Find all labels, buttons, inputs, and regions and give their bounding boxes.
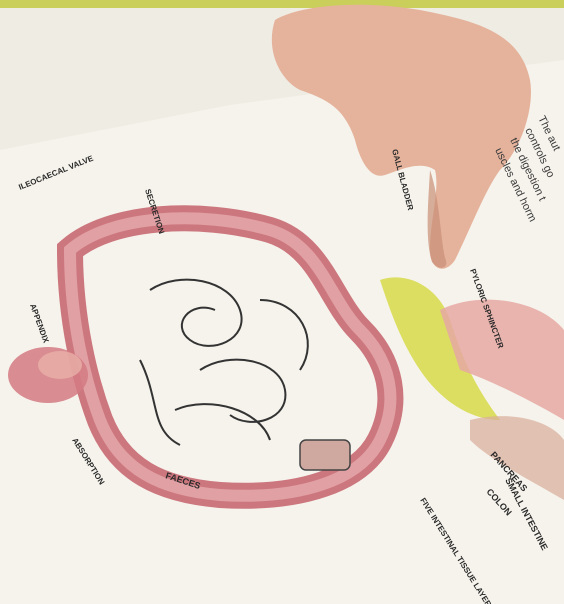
tissue-layers-cylinder <box>300 440 350 470</box>
